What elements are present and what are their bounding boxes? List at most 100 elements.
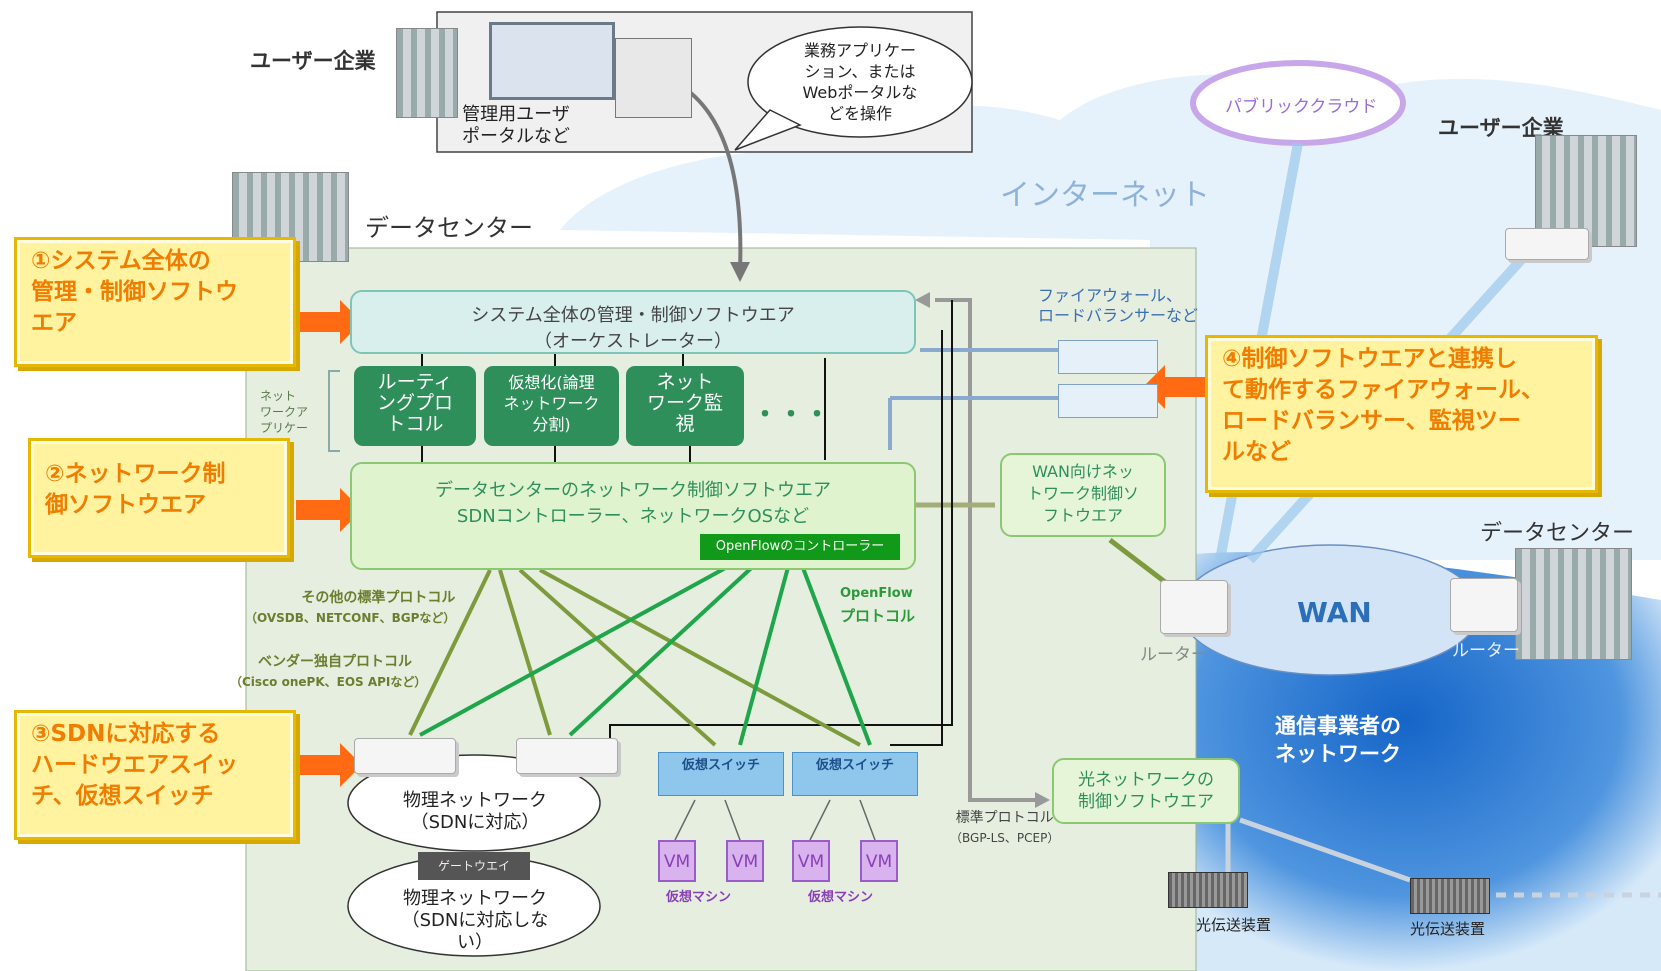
tile-line: 視 — [675, 413, 695, 435]
orchestrator-line: （オーケストレーター） — [534, 331, 732, 352]
router-label: ルーター — [1140, 645, 1208, 665]
std-protocol-line: 標準プロトコル — [955, 810, 1054, 826]
router-icon — [1160, 580, 1228, 634]
network-apps-label: ネット ワークア プリケー — [260, 388, 308, 436]
arrow-callout-4 — [1143, 365, 1205, 409]
optical-ctrl-line: 制御ソフトウエア — [1078, 792, 1214, 812]
vm-label: 仮想マシン — [808, 890, 874, 905]
portal-label-line: 管理用ユーザ — [462, 104, 570, 125]
tile-line: 仮想化(論理 — [508, 373, 595, 392]
tile-virtualization: 仮想化(論理 ネットワーク 分割) — [484, 366, 619, 446]
phys-net-line: 物理ネットワーク — [403, 790, 547, 811]
portal-label: 管理用ユーザ ポータルなど — [462, 104, 570, 148]
datacenter-right-label: データセンター — [1480, 521, 1635, 546]
callout-line: ハードウエアスイッ — [31, 752, 238, 778]
firewall-icon — [1058, 340, 1158, 374]
user-company-label: ユーザー企業 — [250, 49, 376, 73]
callout-line: ①システム全体の — [31, 248, 211, 274]
openflow-controller-badge: OpenFlowのコントローラー — [700, 534, 900, 560]
carrier-line: 通信事業者の — [1275, 714, 1401, 738]
tile-line: ルーティ — [377, 371, 453, 393]
optical-controller-box: 光ネットワークの 制御ソフトウエア — [1052, 758, 1240, 824]
vm-icon: VM — [860, 840, 898, 882]
tile-line: ングプロ — [376, 392, 453, 414]
optical-device-label: 光伝送装置 — [1196, 916, 1272, 934]
orchestrator-line: システム全体の管理・制御ソフトウエア — [471, 305, 795, 326]
protocol-line: OpenFlow — [840, 586, 913, 601]
protocol-line: プロトコル — [840, 607, 916, 625]
protocol-line: （OVSDB、NETCONF、BGPなど） — [245, 611, 456, 625]
wan-label: WAN — [1297, 596, 1372, 629]
tile-network-monitoring: ネット ワーク監 視 — [626, 366, 744, 446]
firewall-line: ロードバランサーなど — [1038, 306, 1199, 325]
phys-net-sdn-label: 物理ネットワーク （SDNに対応） — [400, 790, 550, 834]
callout-line: エア — [31, 310, 77, 336]
vm-icon: VM — [658, 840, 696, 882]
netapps-line: ネット — [260, 389, 297, 403]
callout-line: ④制御ソフトウエアと連携し — [1222, 346, 1518, 372]
router-icon — [1450, 578, 1518, 632]
optical-device-label: 光伝送装置 — [1410, 920, 1486, 938]
controller-line: SDNコントローラー、ネットワークOSなど — [456, 506, 810, 527]
tile-line: ワーク監 — [646, 392, 723, 414]
gateway-icon: ゲートウエイ — [418, 852, 530, 880]
arrow-callout-2 — [296, 488, 362, 532]
callout-line: ③SDNに対応する — [31, 721, 221, 747]
callout-4: ④制御ソフトウエアと連携し て動作するファイアウォール、 ロードバランサー、監視… — [1205, 335, 1598, 493]
building-icon — [1515, 548, 1632, 660]
portal-screen-icon — [489, 22, 615, 100]
sdn-switch-icon — [516, 738, 618, 774]
optical-device-icon — [1410, 878, 1490, 914]
other-protocols-label: その他の標準プロトコル （OVSDB、NETCONF、BGPなど） — [245, 588, 455, 628]
computer-icon — [615, 38, 692, 118]
arrow-callout-3 — [296, 743, 362, 787]
protocol-line: （Cisco onePK、EOS APIなど） — [230, 675, 427, 689]
loadbalancer-icon — [1058, 384, 1158, 418]
bubble-line: どを操作 — [827, 104, 892, 123]
vm-label: 仮想マシン — [666, 890, 732, 905]
ellipsis: ・・・ — [752, 400, 831, 430]
orchestrator-box: システム全体の管理・制御ソフトウエア （オーケストレーター） — [350, 290, 916, 354]
callout-1: ①システム全体の 管理・制御ソフトウ エア — [14, 237, 296, 367]
vendor-protocols-label: ベンダー独自プロトコル （Cisco onePK、EOS APIなど） — [230, 652, 426, 692]
bubble-line: ション、または — [804, 62, 916, 81]
internet-label: インターネット — [1000, 178, 1210, 213]
bubble-text: 業務アプリケー ション、または Webポータルな どを操作 — [770, 40, 950, 124]
callout-line: ロードバランサー、監視ツー — [1222, 408, 1521, 434]
optical-ctrl-line: 光ネットワークの — [1078, 770, 1214, 790]
protocol-line: その他の標準プロトコル — [301, 590, 456, 606]
callout-line: 管理・制御ソフトウ — [31, 279, 238, 305]
router-label: ルーター — [1452, 641, 1520, 661]
phys-net-line: （SDNに対応） — [410, 812, 540, 833]
callout-line: 御ソフトウエア — [45, 492, 206, 518]
netapps-line: プリケー — [260, 421, 309, 435]
carrier-line: ネットワーク — [1275, 742, 1401, 766]
wan-ctrl-line: WAN向けネッ — [1032, 462, 1134, 481]
callout-line: チ、仮想スイッチ — [31, 783, 214, 809]
datacenter-title: データセンター — [365, 214, 533, 242]
phys-net-line: （SDNに対応しない） — [401, 910, 549, 953]
callout-3: ③SDNに対応する ハードウエアスイッ チ、仮想スイッチ — [14, 710, 296, 840]
netapps-line: ワークア — [260, 405, 309, 419]
virtual-switch: 仮想スイッチ — [658, 752, 784, 796]
building-icon — [396, 28, 458, 118]
protocol-line: ベンダー独自プロトコル — [258, 654, 412, 670]
wan-ctrl-line: フトウエア — [1042, 506, 1123, 525]
virtual-switch: 仮想スイッチ — [792, 752, 918, 796]
netapps-bracket — [328, 370, 340, 452]
callout-line: て動作するファイアウォール、 — [1222, 377, 1544, 403]
tile-line: 分割) — [532, 415, 571, 434]
sdn-switch-icon — [354, 738, 456, 774]
callout-line: ②ネットワーク制 — [45, 461, 226, 487]
portal-label-line: ポータルなど — [462, 126, 570, 147]
bubble-line: 業務アプリケー — [803, 41, 916, 60]
openflow-protocol-label: OpenFlow プロトコル — [840, 583, 915, 627]
public-cloud-label: パブリッククラウド — [1225, 97, 1378, 117]
bubble-line: Webポータルな — [802, 83, 918, 102]
tile-routing-protocol: ルーティ ングプロ トコル — [354, 366, 476, 446]
tile-line: ネットワーク — [503, 394, 600, 413]
phys-net-nonsdn-label: 物理ネットワーク （SDNに対応しない） — [390, 888, 560, 954]
callout-line: ルなど — [1222, 439, 1291, 465]
phys-net-line: 物理ネットワーク — [403, 888, 547, 909]
wan-ctrl-line: トワーク制御ソ — [1026, 484, 1139, 503]
